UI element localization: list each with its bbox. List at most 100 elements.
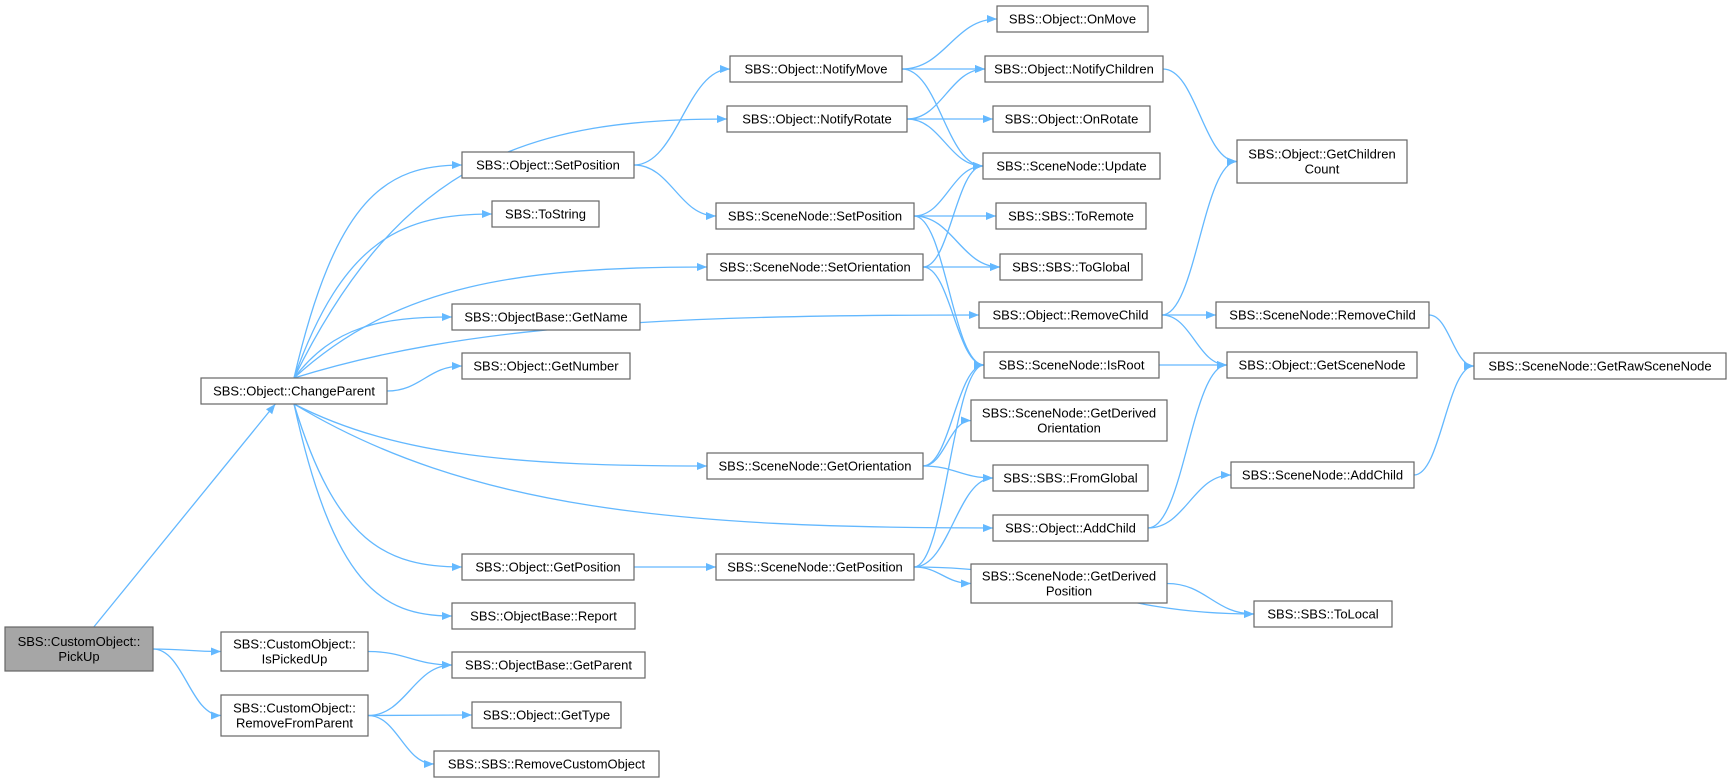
node-getparent[interactable]: SBS::ObjectBase::GetParent xyxy=(451,651,646,679)
node-sn_getorientation[interactable]: SBS::SceneNode::GetOrientation xyxy=(706,452,924,480)
node-box xyxy=(461,352,631,380)
edge-line xyxy=(913,566,972,588)
node-tostring[interactable]: SBS::ToString xyxy=(491,200,600,228)
node-changeparent[interactable]: SBS::Object::ChangeParent xyxy=(200,377,388,405)
node-tolocal[interactable]: SBS::SBS::ToLocal xyxy=(1253,600,1393,628)
node-box xyxy=(706,452,924,480)
edge-line xyxy=(367,711,473,720)
node-label: SBS::SBS::ToRemote xyxy=(1008,209,1134,224)
edge-obj_setposition-to-notifymove xyxy=(633,65,731,166)
node-obj_removechild[interactable]: SBS::Object::RemoveChild xyxy=(978,301,1163,329)
node-pickup[interactable]: SBS::CustomObject::PickUp xyxy=(4,626,154,672)
node-getrawscenenode[interactable]: SBS::SceneNode::GetRawSceneNode xyxy=(1473,352,1727,380)
node-onmove[interactable]: SBS::Object::OnMove xyxy=(996,5,1149,33)
node-report[interactable]: SBS::ObjectBase::Report xyxy=(451,602,636,630)
node-sn_setposition[interactable]: SBS::SceneNode::SetPosition xyxy=(715,202,915,230)
node-label: SBS::SceneNode::GetPosition xyxy=(727,560,903,575)
edge-line xyxy=(1166,582,1255,618)
edge-line xyxy=(922,416,972,467)
node-sn_getposition[interactable]: SBS::SceneNode::GetPosition xyxy=(715,553,915,581)
node-label: SBS::CustomObject:: xyxy=(233,701,356,716)
edge-notifychildren-to-getchildrencount xyxy=(1162,68,1238,166)
node-obj_setposition[interactable]: SBS::Object::SetPosition xyxy=(461,151,635,179)
node-sn_removechild[interactable]: SBS::SceneNode::RemoveChild xyxy=(1215,301,1430,329)
node-removecustomobject[interactable]: SBS::SBS::RemoveCustomObject xyxy=(433,750,660,778)
edge-sn_getposition-to-fromglobal xyxy=(913,474,994,568)
edge-notifyrotate-to-sn_update xyxy=(906,118,984,170)
edge-line xyxy=(1161,157,1238,316)
node-getnumber[interactable]: SBS::Object::GetNumber xyxy=(461,352,631,380)
edge-line xyxy=(367,661,453,717)
node-label: SBS::Object::GetChildren xyxy=(1248,147,1395,162)
edge-line xyxy=(1162,68,1238,166)
node-label: SBS::CustomObject:: xyxy=(233,637,356,652)
node-label: SBS::SBS::ToLocal xyxy=(1267,607,1378,622)
node-box xyxy=(220,694,369,737)
node-ispickedup[interactable]: SBS::CustomObject::IsPickedUp xyxy=(220,631,369,672)
node-box xyxy=(1215,301,1430,329)
node-label: SBS::SceneNode::SetPosition xyxy=(728,209,902,224)
node-label: SBS::ObjectBase::GetName xyxy=(464,310,627,325)
node-sn_setorientation[interactable]: SBS::SceneNode::SetOrientation xyxy=(706,253,924,281)
node-box xyxy=(729,55,903,83)
node-gettype[interactable]: SBS::Object::GetType xyxy=(471,701,622,729)
edge-line xyxy=(293,210,493,379)
node-fromglobal[interactable]: SBS::SBS::FromGlobal xyxy=(992,464,1149,492)
node-sn_update[interactable]: SBS::SceneNode::Update xyxy=(982,152,1161,180)
node-label: SBS::SceneNode::GetOrientation xyxy=(719,459,912,474)
node-label: SBS::SceneNode::IsRoot xyxy=(999,358,1145,373)
node-label: SBS::Object::RemoveChild xyxy=(992,308,1148,323)
node-obj_addchild[interactable]: SBS::Object::AddChild xyxy=(992,514,1149,542)
node-toglobal[interactable]: SBS::SBS::ToGlobal xyxy=(999,253,1143,281)
node-sn_isroot[interactable]: SBS::SceneNode::IsRoot xyxy=(983,351,1160,379)
edge-line xyxy=(386,362,463,392)
node-obj_getposition[interactable]: SBS::Object::GetPosition xyxy=(461,553,635,581)
edge-notifymove-to-onmove xyxy=(901,15,998,70)
edge-line xyxy=(913,474,994,568)
edge-line xyxy=(901,68,984,170)
node-label: SBS::Object::OnRotate xyxy=(1005,112,1139,127)
edge-line xyxy=(913,361,985,568)
edge-line xyxy=(906,65,986,120)
node-toremote[interactable]: SBS::SBS::ToRemote xyxy=(995,202,1147,230)
edge-line xyxy=(922,162,984,268)
node-box xyxy=(982,152,1161,180)
edge-line xyxy=(293,403,994,532)
edge-sn_setposition-to-sn_update xyxy=(913,162,984,217)
node-box xyxy=(984,55,1164,83)
edge-changeparent-to-obj_setposition xyxy=(293,161,463,379)
edge-line xyxy=(906,118,984,170)
edge-getderivedposition-to-tolocal xyxy=(1166,582,1255,618)
node-label: Position xyxy=(1046,584,1092,599)
edge-line xyxy=(293,403,463,571)
node-box xyxy=(992,464,1149,492)
node-box xyxy=(995,202,1147,230)
node-notifychildren[interactable]: SBS::Object::NotifyChildren xyxy=(984,55,1164,83)
node-label: SBS::SceneNode::GetDerived xyxy=(982,406,1156,421)
edge-obj_removechild-to-getchildrencount xyxy=(1161,157,1238,316)
node-getname[interactable]: SBS::ObjectBase::GetName xyxy=(451,303,641,331)
node-onrotate[interactable]: SBS::Object::OnRotate xyxy=(992,105,1151,133)
edge-sn_getposition-to-getderivedposition xyxy=(913,566,972,588)
node-notifymove[interactable]: SBS::Object::NotifyMove xyxy=(729,55,903,83)
node-getscenenode[interactable]: SBS::Object::GetSceneNode xyxy=(1226,351,1418,379)
edge-sn_setorientation-to-sn_update xyxy=(922,162,984,268)
edge-pickup-to-ispickedup xyxy=(152,647,222,656)
node-label: SBS::SceneNode::RemoveChild xyxy=(1229,308,1415,323)
node-label: SBS::SceneNode::GetDerived xyxy=(982,569,1156,584)
edge-line xyxy=(93,403,276,628)
node-label: SBS::SceneNode::GetRawSceneNode xyxy=(1488,359,1711,374)
node-notifyrotate[interactable]: SBS::Object::NotifyRotate xyxy=(726,105,908,133)
edge-line xyxy=(367,650,453,669)
edge-pickup-to-changeparent xyxy=(93,403,276,628)
node-label: SBS::Object::SetPosition xyxy=(476,158,620,173)
edge-line xyxy=(1147,361,1228,529)
node-removefromparent[interactable]: SBS::CustomObject::RemoveFromParent xyxy=(220,694,369,737)
node-sn_addchild[interactable]: SBS::SceneNode::AddChild xyxy=(1230,461,1415,489)
node-label: SBS::SBS::FromGlobal xyxy=(1003,471,1137,486)
node-box xyxy=(451,602,636,630)
